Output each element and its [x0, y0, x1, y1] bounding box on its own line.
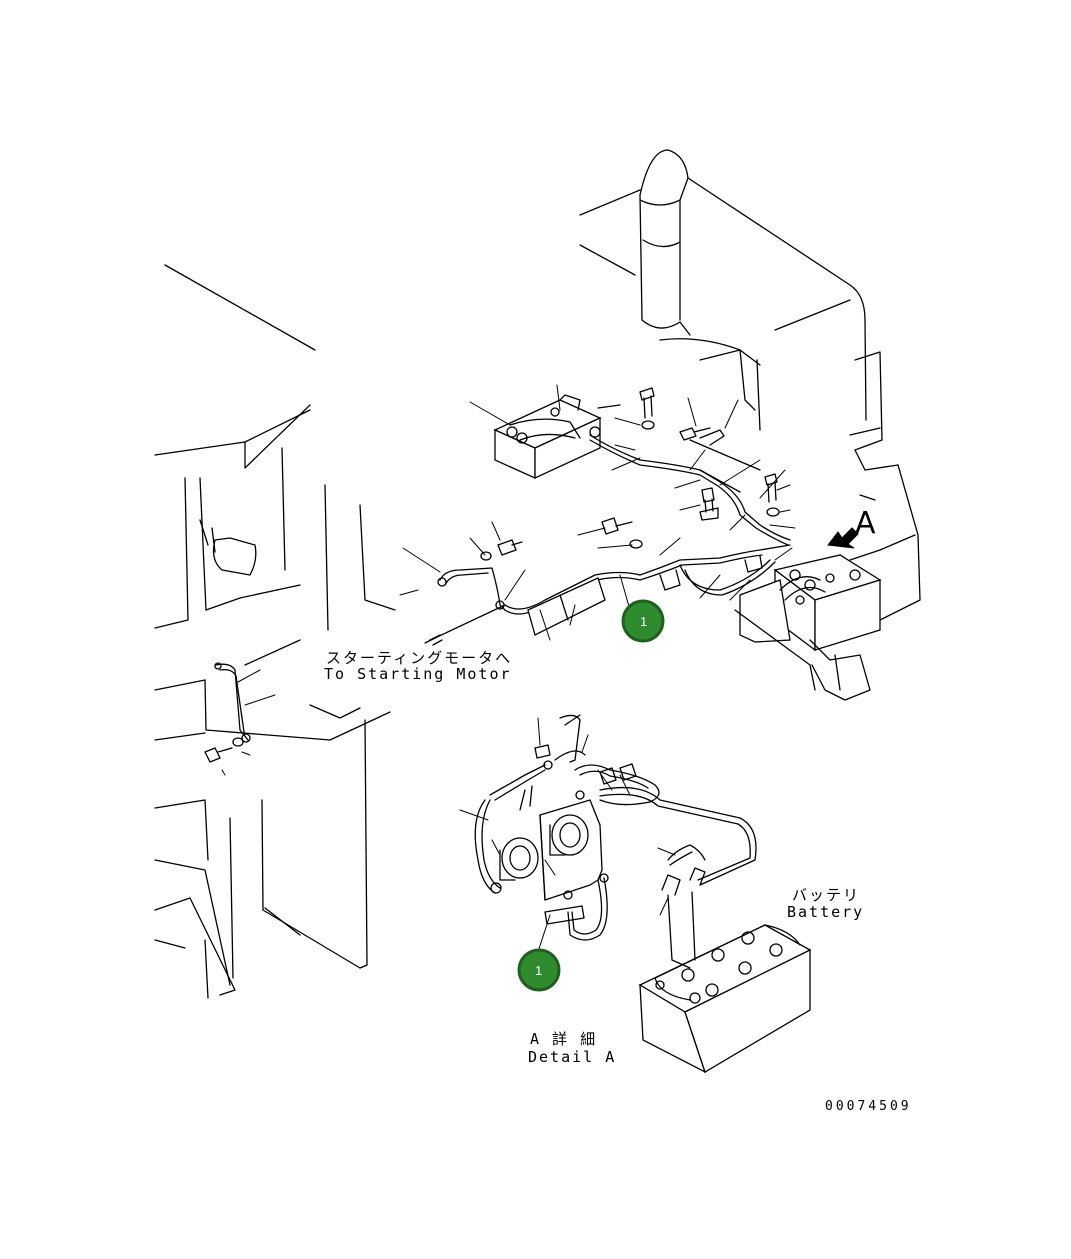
callout-1-main-circle[interactable] [621, 599, 665, 643]
ground-cable [204, 662, 276, 776]
drawing-number: 00074509 [825, 1099, 912, 1114]
callout-1-main-number: 1 [640, 614, 647, 629]
detail-a-view [459, 714, 812, 1074]
upper-harness [589, 434, 791, 546]
machine-body-outline [154, 264, 396, 999]
view-letter-a: A [855, 506, 876, 541]
callout-1-detail-circle[interactable] [517, 948, 561, 992]
view-arrow-a: A [827, 506, 876, 549]
callout-1-detail-number: 1 [535, 963, 542, 978]
callout-1-detail[interactable]: 1 [517, 914, 561, 992]
battery-relay-upper [469, 384, 602, 480]
engine-hood-outline [579, 149, 921, 621]
label-battery-en: Battery [787, 903, 864, 921]
battery-main-view [729, 547, 882, 701]
callout-1-main[interactable]: 1 [619, 574, 665, 643]
label-starting-motor-jp: スターティングモータへ [326, 649, 512, 667]
lower-harness [399, 517, 791, 646]
label-detail-en: Detail A [528, 1048, 616, 1066]
label-detail-jp: A 詳 細 [530, 1030, 597, 1048]
label-battery-jp: バッテリ [792, 886, 860, 904]
upper-hardware [614, 387, 796, 529]
label-starting-motor-en: To Starting Motor [324, 665, 512, 683]
